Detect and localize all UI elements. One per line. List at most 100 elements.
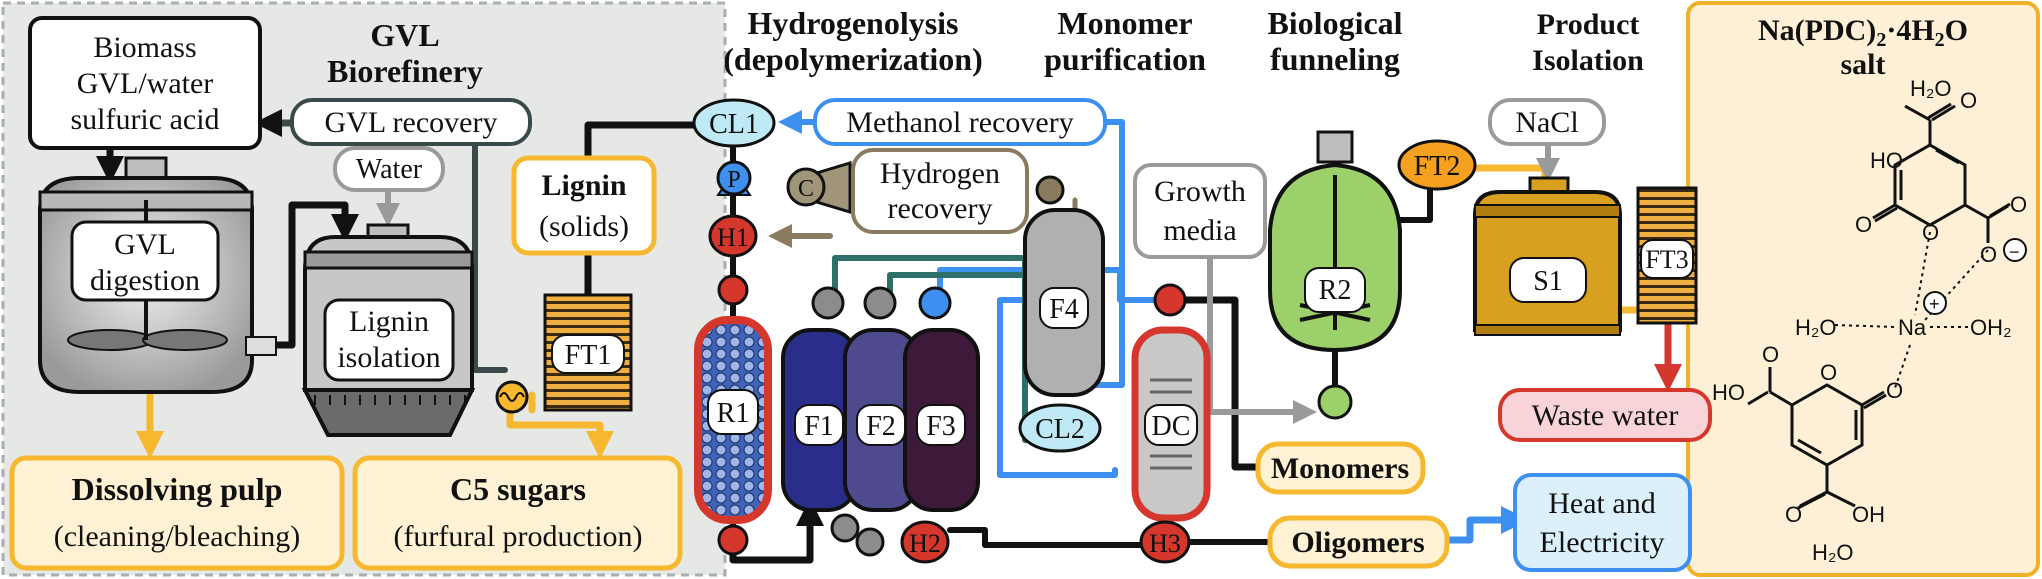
dissolving-pulp-line-1: Dissolving pulp: [72, 471, 283, 507]
compressor-c: [786, 167, 826, 207]
gvl-recovery-box: [290, 98, 532, 146]
mono-title-line-2: purification: [1044, 41, 1206, 77]
pipe-gvl-down: [472, 137, 508, 373]
waste-water-label: Waste water: [1532, 399, 1679, 432]
cl2-tank: [1018, 403, 1102, 453]
atom-o-top-c: O: [1960, 88, 1977, 113]
bio-title-line-2: funneling: [1270, 41, 1400, 77]
hx-r2: [1317, 384, 1353, 420]
hydrogen-recovery-box: [851, 148, 1029, 234]
na-plus-circle: [1923, 291, 1947, 315]
heat-electricity-line-1: Heat and: [1548, 487, 1655, 520]
bio-title-line-1: Biological: [1267, 5, 1402, 41]
nacl-box: [1488, 98, 1606, 146]
methanol-recovery-box: [813, 98, 1107, 146]
gvl-digestion-line-1: GVL: [114, 228, 176, 261]
pump-label: P: [727, 167, 740, 193]
atom-o-carb4: O: [1762, 342, 1779, 367]
hx-f3: [918, 286, 952, 320]
lignin-isolation-vessel: [301, 223, 476, 437]
atom-o-ring1: O: [1922, 220, 1939, 245]
h2-label: H2: [909, 529, 941, 558]
f4-label: F4: [1049, 294, 1079, 325]
atom-oh-bottom: OH: [1852, 502, 1885, 527]
hx-f1: [811, 286, 845, 320]
s1-settler: [1473, 176, 1622, 336]
dissolving-pulp-box: [9, 455, 345, 571]
gvl-recovery-label: GVL recovery: [325, 106, 498, 139]
hx-r1-bottom: [717, 524, 749, 556]
atom-na: Na: [1898, 315, 1927, 340]
pipe-blue-f3: [997, 297, 1118, 478]
atom-plus: +: [1929, 294, 1940, 314]
lignin-solids-box: [511, 155, 657, 256]
heat-electricity-line-2: Electricity: [1540, 526, 1665, 559]
gvl-digestion-vessel: [38, 156, 254, 394]
atom-o-ring2: O: [1886, 378, 1903, 403]
prod-title-line-2: Isolation: [1532, 44, 1644, 77]
hydrogen-recovery-line-2: recovery: [888, 192, 993, 225]
growth-media-box: [1133, 163, 1267, 259]
h3-label: H3: [1149, 529, 1181, 558]
dc-label: DC: [1152, 411, 1191, 442]
ft3-label: FT3: [1645, 245, 1688, 274]
biomass-line-2: GVL/water: [77, 67, 214, 100]
f2-label: F2: [866, 411, 896, 442]
lignin-solids-line-2: (solids): [539, 210, 629, 243]
pipe-digestion-lignin: [258, 201, 359, 349]
oligomers-label: Oligomers: [1291, 526, 1424, 559]
c5-sugars-line-2: (furfural production): [393, 520, 642, 553]
compressor-label: C: [798, 176, 814, 202]
pipe-teal-f2: [887, 272, 1028, 303]
hydrogen-recovery-line-1: Hydrogen: [880, 157, 1000, 190]
s1-label: S1: [1533, 266, 1563, 297]
cl2-label: CL2: [1035, 414, 1085, 445]
oligomers-box: [1267, 515, 1450, 569]
atom-oh2-right: OH₂: [1970, 315, 2012, 340]
c5-sugars-line-1: C5 sugars: [450, 471, 586, 507]
atom-h2o-bottom: H₂O: [1812, 540, 1854, 565]
pipe-f-bottom: [947, 527, 1163, 548]
nacl-label: NaCl: [1515, 106, 1578, 139]
hx-hydrogen: [1035, 175, 1065, 205]
biomass-line-3: sulfuric acid: [70, 103, 219, 136]
atom-minus: −: [2009, 242, 2020, 262]
atom-ho-top: HO: [1870, 148, 1903, 173]
gvl-digestion-line-2: digestion: [90, 264, 200, 297]
water-box: [333, 146, 445, 192]
hx-dc-top: [1153, 283, 1187, 317]
ft2-label: FT2: [1414, 151, 1461, 182]
waste-water-box: [1498, 388, 1712, 442]
atom-h2o-top: H₂O: [1910, 76, 1952, 101]
prod-title-line-1: Product: [1537, 8, 1640, 41]
growth-media-line-1: Growth: [1154, 175, 1246, 208]
f1-label: F1: [804, 411, 834, 442]
heat-exchanger-1: [495, 380, 529, 414]
minus-circle: [2003, 238, 2027, 262]
r2-label: R2: [1319, 275, 1352, 306]
salt-title-formula: Na(PDC)2·4H2O: [1758, 14, 1968, 51]
atom-o-carb2: O: [2010, 192, 2027, 217]
methanol-recovery-label: Methanol recovery: [846, 106, 1073, 139]
hydro-title-line-1: Hydrogenolysis: [748, 5, 959, 41]
ft2-tank: [1397, 139, 1477, 191]
h2-heater: [900, 520, 950, 564]
lignin-solids-line-1: Lignin: [541, 169, 626, 202]
hx-f-bottom-1: [830, 513, 860, 543]
monomers-label: Monomers: [1271, 452, 1409, 485]
lignin-isolation-line-1: Lignin: [349, 305, 429, 338]
atom-o-carb1: O: [1855, 212, 1872, 237]
biomass-box: [28, 16, 262, 150]
cl1-label: CL1: [709, 109, 759, 140]
pump-p: [716, 160, 752, 196]
biomass-line-1: Biomass: [93, 31, 196, 64]
pipe-c5-a: [506, 406, 614, 459]
c5-sugars-box: [352, 455, 683, 571]
h1-heater: [708, 214, 758, 258]
pipe-oligo-heat: [1443, 506, 1529, 544]
heat-electricity-box: [1513, 473, 1692, 572]
salt-panel: [1686, 1, 2040, 577]
hx-f-bottom-2: [855, 527, 885, 557]
atom-o-minus1: O: [1980, 242, 1997, 267]
